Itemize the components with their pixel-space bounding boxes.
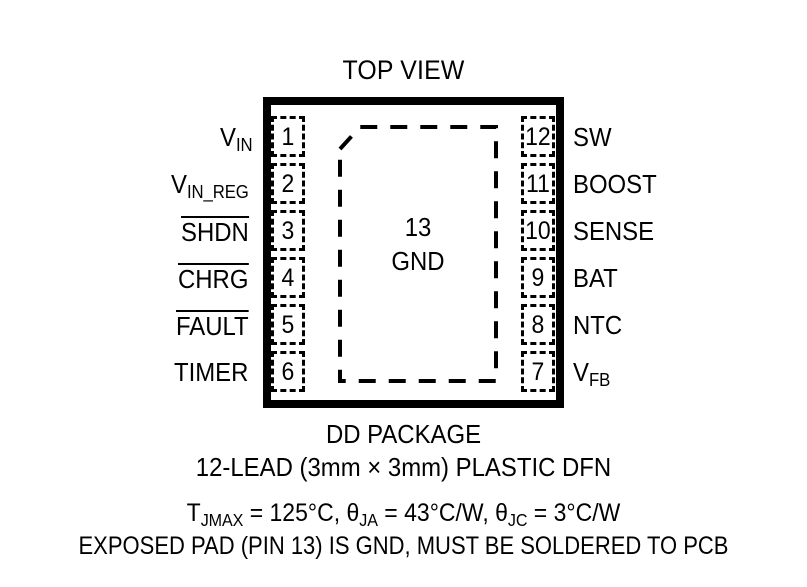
pin-label-boost-text: BOOST [573, 169, 657, 199]
pin-pad-9: 9 [521, 257, 555, 298]
package-description: 12-LEAD (3mm × 3mm) PLASTIC DFN [195, 452, 612, 482]
pin-pad-1: 1 [271, 116, 305, 157]
pin-label-vin-reg-text: V [170, 169, 187, 199]
pin-label-chrg: CHRG [40, 263, 255, 294]
package-caption: DD PACKAGE 12-LEAD (3mm × 3mm) PLASTIC D… [0, 418, 807, 484]
pin-label-vfb-sub: FB [588, 370, 611, 391]
exposed-pad-pin-number: 13 [404, 212, 432, 242]
pin-label-vfb: VFB [573, 357, 788, 390]
pin-number-7: 7 [531, 358, 545, 386]
package-name: DD PACKAGE [325, 419, 482, 449]
pin-number-12: 12 [525, 123, 551, 151]
exposed-pad-note: EXPOSED PAD (PIN 13) IS GND, MUST BE SOL… [78, 532, 729, 560]
theta-ja-value: = 43°C/W, [377, 499, 496, 527]
theta-jc-label: θ [495, 499, 508, 527]
pin-pad-6: 6 [271, 351, 305, 392]
exposed-pad-shape [338, 125, 498, 383]
exposed-pad-net-name: GND [391, 246, 445, 276]
pin-pad-4: 4 [271, 257, 305, 298]
pin-label-bat: BAT [573, 263, 788, 293]
pin-label-vin-reg-sub: IN_REG [186, 182, 249, 203]
pin-label-shdn: SHDN [40, 216, 255, 247]
pin-label-sw: SW [573, 122, 788, 152]
pin-pad-3: 3 [271, 210, 305, 251]
pin-label-vin: VIN [40, 122, 255, 155]
pin-pad-5: 5 [271, 304, 305, 345]
pin-pad-8: 8 [521, 304, 555, 345]
thermal-spec-line: TJMAX = 125°C, θJA = 43°C/W, θJC = 3°C/W [32, 498, 774, 531]
pin-label-ntc: NTC [573, 310, 788, 340]
pin-label-chrg-text: CHRG [178, 263, 249, 294]
pin-number-6: 6 [281, 358, 295, 386]
pin-label-shdn-text: SHDN [181, 216, 250, 247]
pin-label-vin-sub: IN [235, 135, 253, 156]
pin-label-boost: BOOST [573, 169, 788, 199]
theta-jc-value: = 3°C/W [527, 499, 621, 527]
pin-label-ntc-text: NTC [573, 310, 623, 340]
pin-number-11: 11 [526, 170, 550, 198]
thermal-specs: TJMAX = 125°C, θJA = 43°C/W, θJC = 3°C/W… [0, 498, 807, 562]
pin-number-2: 2 [281, 170, 295, 198]
pin-label-fault: FAULT [40, 310, 255, 341]
tjmax-label: T [186, 499, 201, 527]
pin-number-5: 5 [281, 311, 295, 339]
theta-ja-sub: JA [359, 509, 378, 530]
pin-label-sense: SENSE [573, 216, 788, 246]
pin-pad-10: 10 [521, 210, 555, 251]
diagram-title: TOP VIEW [342, 55, 465, 85]
exposed-thermal-pad [338, 125, 498, 383]
pin-label-vin-reg: VIN_REG [40, 169, 255, 202]
pin-label-timer: TIMER [40, 357, 255, 387]
pin-label-timer-text: TIMER [174, 357, 249, 387]
pin-pad-12: 12 [521, 116, 555, 157]
pin-number-8: 8 [531, 311, 545, 339]
pin-number-4: 4 [281, 264, 295, 292]
pin-number-10: 10 [525, 217, 551, 245]
tjmax-value: = 125°C, [243, 499, 347, 527]
pin-label-sense-text: SENSE [573, 216, 655, 246]
package-outline [263, 97, 564, 408]
tjmax-sub: JMAX [200, 509, 244, 530]
theta-ja-label: θ [346, 499, 360, 527]
pin-label-vin-text: V [219, 122, 236, 152]
pin-label-fault-text: FAULT [176, 310, 249, 341]
pin-pad-11: 11 [521, 163, 555, 204]
pin-pad-2: 2 [271, 163, 305, 204]
theta-jc-sub: JC [507, 509, 528, 530]
pin-label-bat-text: BAT [573, 263, 618, 293]
pin-number-3: 3 [281, 217, 295, 245]
pin-number-1: 1 [281, 123, 295, 151]
pin-label-sw-text: SW [573, 122, 612, 152]
pin-pad-7: 7 [521, 351, 555, 392]
pin-label-vfb-text: V [573, 357, 589, 387]
exposed-pad-label: 13 GND [344, 210, 491, 278]
pin-number-9: 9 [531, 264, 545, 292]
